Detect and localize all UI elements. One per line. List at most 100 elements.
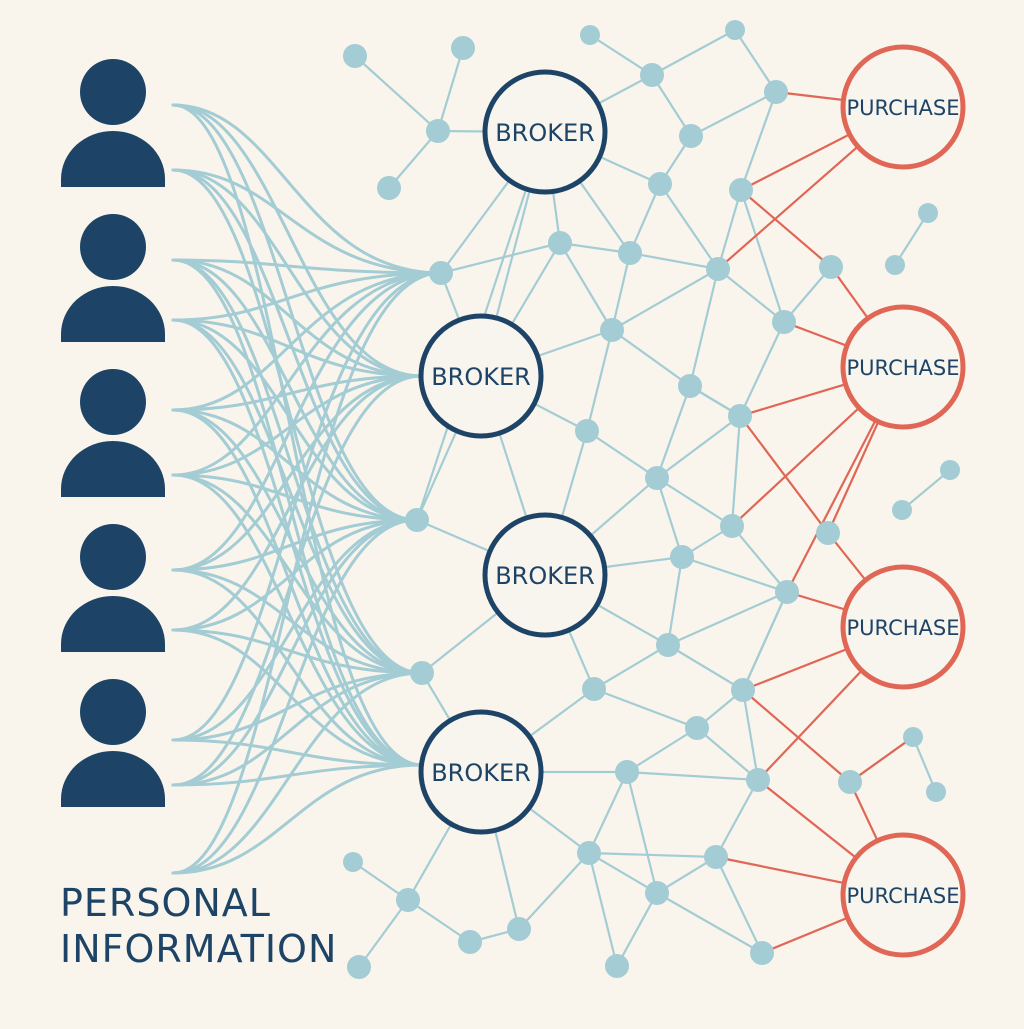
network-node xyxy=(645,466,669,490)
network-link xyxy=(626,770,759,782)
flow-curve xyxy=(171,258,443,275)
network-node xyxy=(577,841,601,865)
flow-curve xyxy=(171,518,419,572)
network-node xyxy=(458,930,482,954)
network-link xyxy=(559,242,613,331)
purchase-links xyxy=(715,90,914,955)
network-link xyxy=(739,91,778,191)
flow-curve xyxy=(171,103,443,275)
network-node xyxy=(772,310,796,334)
network-link xyxy=(655,477,684,558)
flow-curve xyxy=(171,518,419,787)
purchase-node: PURCHASE xyxy=(840,44,966,170)
network-link xyxy=(717,268,785,323)
network-node xyxy=(377,176,401,200)
network-link xyxy=(667,590,788,647)
flow-curve xyxy=(171,318,419,522)
caption-line-1: PERSONAL xyxy=(60,881,271,925)
network-link xyxy=(588,851,717,859)
broker-label: BROKER xyxy=(495,562,595,590)
network-link xyxy=(629,251,719,271)
network-link xyxy=(659,183,719,270)
people-column xyxy=(61,59,165,807)
network-node xyxy=(706,257,730,281)
flow-curve xyxy=(171,271,443,477)
broker-node: BROKER xyxy=(418,313,544,439)
flow-curve xyxy=(171,473,419,522)
network-link xyxy=(731,525,788,593)
flow-curve xyxy=(171,103,419,522)
network-node xyxy=(343,44,367,68)
purchase-label: PURCHASE xyxy=(847,96,960,120)
network-node xyxy=(429,261,453,285)
data-flow-curves xyxy=(171,103,443,875)
caption-line-2: INFORMATION xyxy=(60,927,338,971)
network-node xyxy=(926,782,946,802)
network-node xyxy=(819,255,843,279)
network-node xyxy=(816,521,840,545)
network-node xyxy=(507,917,531,941)
broker-label: BROKER xyxy=(431,759,531,787)
network-node xyxy=(731,678,755,702)
network-node xyxy=(838,770,862,794)
network-node xyxy=(343,852,363,872)
purchase-node: PURCHASE xyxy=(840,304,966,430)
network-link xyxy=(716,189,743,270)
person-icon xyxy=(61,524,165,652)
network-link xyxy=(730,415,742,527)
network-node xyxy=(605,954,629,978)
broker-node: BROKER xyxy=(418,709,544,835)
flow-curve xyxy=(171,518,419,632)
network-node xyxy=(775,580,799,604)
network-node xyxy=(885,255,905,275)
network-node xyxy=(648,172,672,196)
network-node xyxy=(746,768,770,792)
network-links xyxy=(352,29,951,968)
network-node xyxy=(426,119,450,143)
network-link xyxy=(611,329,691,387)
network-link xyxy=(681,555,788,594)
network-node xyxy=(580,25,600,45)
network-link xyxy=(518,852,590,930)
network-link xyxy=(616,892,658,967)
purchase-label: PURCHASE xyxy=(847,884,960,908)
network-link xyxy=(688,268,720,387)
flow-curve xyxy=(171,271,443,322)
network-node xyxy=(656,633,680,657)
flow-curve xyxy=(171,408,419,522)
broker-label: BROKER xyxy=(431,363,531,391)
purchase-link xyxy=(849,736,914,783)
broker-label: BROKER xyxy=(495,119,595,147)
network-link xyxy=(739,321,785,417)
network-node xyxy=(600,318,624,342)
flow-curve xyxy=(171,763,424,875)
flow-curve xyxy=(171,271,443,742)
flow-curve xyxy=(171,671,424,742)
flow-curve xyxy=(171,374,424,632)
purchase-link xyxy=(739,415,829,534)
flow-curve xyxy=(171,258,419,522)
flow-curve xyxy=(171,568,424,767)
broker-node: BROKER xyxy=(482,512,608,638)
network-link xyxy=(593,687,698,730)
purchase-link xyxy=(742,689,851,783)
broker-nodes: BROKER BROKER BROKER BROKER xyxy=(418,69,608,835)
network-link xyxy=(656,477,733,527)
flow-curve xyxy=(171,258,424,378)
network-link xyxy=(666,556,684,646)
network-node xyxy=(725,20,745,40)
network-node xyxy=(548,231,572,255)
network-link xyxy=(667,644,744,691)
network-link xyxy=(388,130,439,189)
network-link xyxy=(715,779,759,858)
flow-curve xyxy=(171,318,424,378)
purchase-label: PURCHASE xyxy=(847,356,960,380)
network-node xyxy=(678,374,702,398)
flow-curve xyxy=(171,168,443,275)
network-link xyxy=(589,34,653,76)
network-node xyxy=(679,124,703,148)
flow-curve xyxy=(171,671,424,875)
network-node xyxy=(685,716,709,740)
